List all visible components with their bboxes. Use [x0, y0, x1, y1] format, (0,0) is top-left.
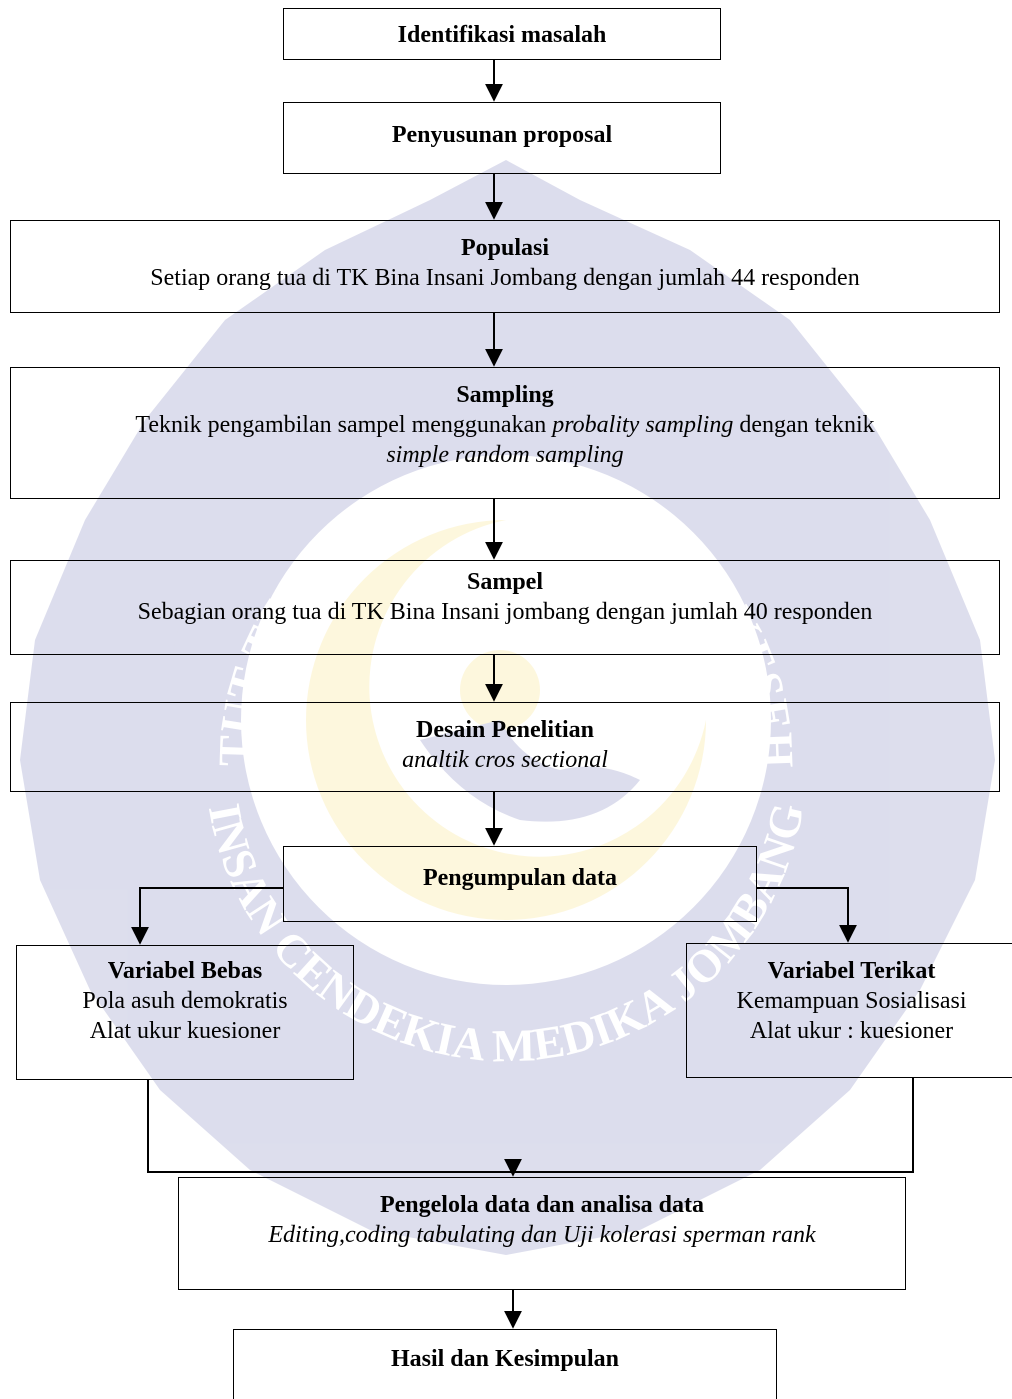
- step-sampling: Sampling Teknik pengambilan sampel mengg…: [10, 367, 1000, 499]
- step-title: Penyusunan proposal: [391, 122, 613, 148]
- step-title: Hasil dan Kesimpulan: [390, 1346, 620, 1372]
- step-line2: Alat ukur kuesioner: [89, 1018, 281, 1044]
- watermark-inner-disc: [166, 380, 846, 1060]
- watermark-hand: [420, 720, 640, 822]
- step-title: Variabel Bebas: [107, 958, 263, 984]
- branch-left: [131, 887, 283, 945]
- step-title: Desain Penelitian: [416, 717, 594, 743]
- desc-italic: probality sampling: [552, 412, 734, 438]
- watermark-crescent: [306, 520, 706, 920]
- step-variabel-bebas: Variabel Bebas Pola asuh demokratis Alat…: [16, 945, 354, 1080]
- step-description: Sebagian orang tua di TK Bina Insani jom…: [137, 599, 873, 625]
- step-penyusunan-proposal: Penyusunan proposal: [283, 102, 721, 174]
- step-title: Sampling: [456, 382, 554, 408]
- step-title: Sampel: [466, 569, 543, 595]
- step-title: Pengumpulan data: [422, 865, 618, 891]
- desc-prefix: Teknik pengambilan sampel menggunakan: [135, 412, 553, 438]
- step-title: Variabel Terikat: [767, 958, 936, 984]
- watermark-inner-ring: [241, 455, 771, 985]
- merge-left: [147, 1080, 513, 1173]
- merge-right: [513, 1078, 914, 1173]
- step-title: Populasi: [460, 235, 550, 261]
- step-line1: Pola asuh demokratis: [82, 988, 288, 1014]
- branch-right: [757, 887, 857, 943]
- step-description-line2: simple random sampling: [386, 442, 624, 468]
- step-title: Pengelola data dan analisa data: [379, 1192, 705, 1218]
- step-populasi: Populasi Setiap orang tua di TK Bina Ins…: [10, 220, 1000, 313]
- step-sampel: Sampel Sebagian orang tua di TK Bina Ins…: [10, 560, 1000, 655]
- step-pengelola-data: Pengelola data dan analisa data Editing,…: [178, 1177, 906, 1290]
- step-pengumpulan-data: Pengumpulan data: [283, 846, 757, 922]
- step-line1: Kemampuan Sosialisasi: [736, 988, 967, 1014]
- step-line2: Alat ukur : kuesioner: [749, 1018, 954, 1044]
- step-hasil-kesimpulan: Hasil dan Kesimpulan: [233, 1329, 777, 1399]
- step-title: Identifikasi masalah: [397, 22, 607, 48]
- step-description: Editing,coding tabulating dan Uji kolera…: [268, 1222, 816, 1248]
- step-description: Teknik pengambilan sampel menggunakan pr…: [11, 410, 999, 440]
- step-description: analtik cros sectional: [402, 747, 608, 773]
- step-identifikasi-masalah: Identifikasi masalah: [283, 8, 721, 60]
- watermark-ring: [20, 160, 995, 1255]
- step-desain-penelitian: Desain Penelitian analtik cros sectional: [10, 702, 1000, 792]
- step-description: Setiap orang tua di TK Bina Insani Jomba…: [150, 265, 860, 291]
- desc-suffix: dengan teknik: [733, 412, 875, 438]
- step-variabel-terikat: Variabel Terikat Kemampuan Sosialisasi A…: [686, 943, 1012, 1078]
